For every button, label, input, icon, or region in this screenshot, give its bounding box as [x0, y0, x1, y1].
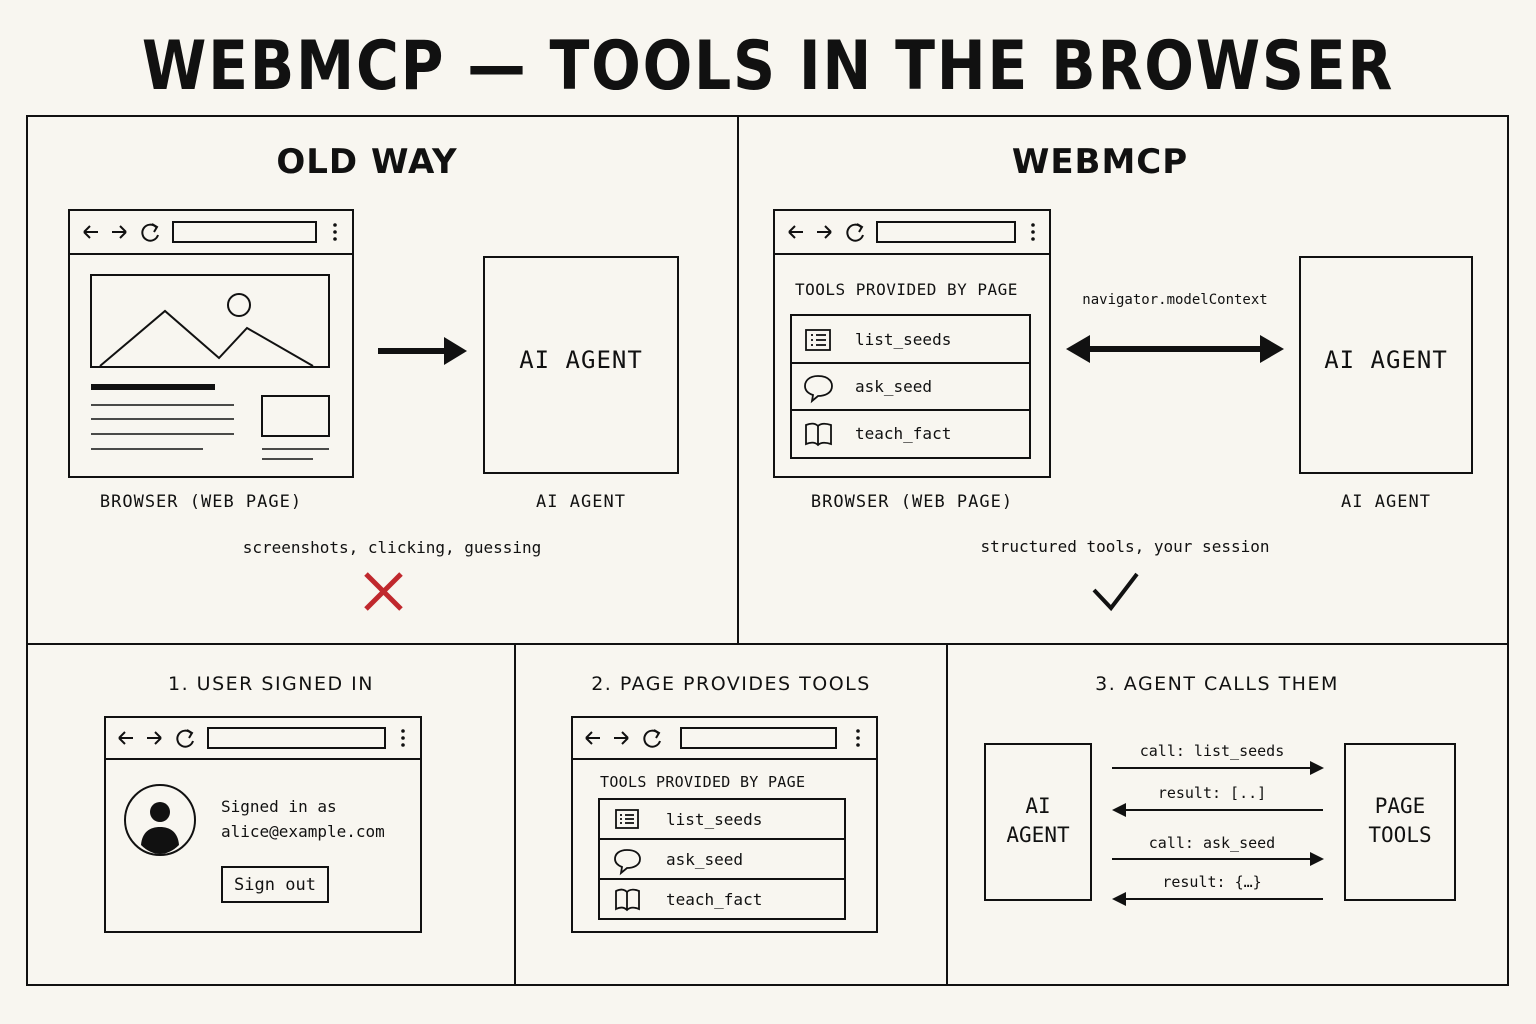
- webmcp-agent-caption: AI AGENT: [1341, 492, 1431, 512]
- speech-bubble-icon: [614, 849, 641, 876]
- old-way-agent-caption: AI AGENT: [536, 492, 626, 512]
- step3-heading: 3. AGENT CALLS THEM: [1095, 673, 1339, 695]
- book-icon: [805, 422, 832, 447]
- step3-tools-line2: TOOLS: [1368, 823, 1432, 847]
- old-way-arrow: [378, 337, 467, 365]
- cross-icon: [364, 572, 403, 611]
- old-way-browser-caption: BROWSER (WEB PAGE): [99, 492, 303, 512]
- arrow-label: navigator.modelContext: [1082, 292, 1268, 308]
- step1-heading: 1. USER SIGNED IN: [168, 673, 374, 695]
- message-label: call: list_seeds: [1139, 742, 1285, 760]
- page-title: WEBMCP — TOOLS IN THE BROWSER: [141, 27, 1395, 106]
- signed-in-label: Signed in as: [221, 797, 337, 816]
- step2-tools-heading: TOOLS PROVIDED BY PAGE: [600, 773, 806, 791]
- webmcp-tools-heading: TOOLS PROVIDED BY PAGE: [795, 280, 1018, 299]
- tool-label: list_seeds: [666, 810, 763, 829]
- step1-browser: [104, 716, 422, 933]
- webmcp-browser-caption: BROWSER (WEB PAGE): [810, 492, 1014, 512]
- tool-label: list_seeds: [855, 330, 952, 349]
- message-label: result: [..]: [1157, 784, 1267, 802]
- webmcp-agent-box-label: AI AGENT: [1324, 346, 1448, 374]
- image-placeholder: [90, 274, 330, 368]
- old-way-browser: [68, 209, 354, 478]
- old-way-agent-box-label: AI AGENT: [519, 346, 643, 374]
- checkmark-icon: [1092, 572, 1139, 612]
- book-icon: [615, 888, 640, 912]
- message-label: result: {…}: [1162, 873, 1262, 891]
- message-label: call: ask_seed: [1148, 834, 1276, 852]
- webmcp-heading: WEBMCP: [1011, 142, 1189, 182]
- tool-label: ask_seed: [666, 850, 744, 869]
- speech-bubble-icon: [804, 375, 833, 404]
- tool-label: teach_fact: [666, 890, 763, 909]
- step2-browser: [571, 716, 878, 933]
- bidirectional-arrow: [1066, 335, 1284, 363]
- signed-in-email: alice@example.com: [221, 822, 385, 841]
- list-icon: [805, 329, 831, 351]
- sign-out-button[interactable]: Sign out: [234, 875, 316, 895]
- step3-tools-line1: PAGE: [1374, 794, 1426, 818]
- webmcp-browser: [773, 209, 1051, 478]
- list-icon: [615, 809, 639, 829]
- step3-agent-line2: AGENT: [1006, 823, 1070, 847]
- old-way-note: screenshots, clicking, guessing: [242, 538, 542, 557]
- outer-frame: [26, 115, 1509, 986]
- webmcp-note: structured tools, your session: [980, 537, 1270, 556]
- step3-agent-line1: AI: [1025, 794, 1051, 818]
- step2-heading: 2. PAGE PROVIDES TOOLS: [591, 673, 871, 695]
- tool-label: ask_seed: [855, 377, 933, 396]
- message-arrows: [1112, 761, 1324, 906]
- avatar: [124, 784, 196, 856]
- tool-label: teach_fact: [855, 424, 952, 443]
- old-way-heading: OLD WAY: [276, 142, 458, 182]
